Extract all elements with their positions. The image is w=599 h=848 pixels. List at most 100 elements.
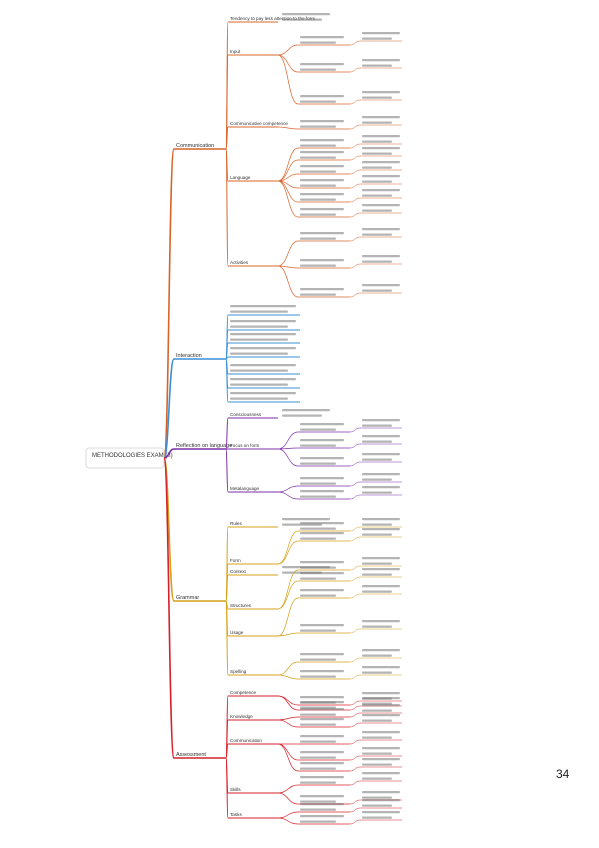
- annotation-text: [300, 532, 344, 535]
- root-node: METHODOLOGIES EXAM (II): [85, 447, 173, 469]
- annotation-text: [362, 671, 392, 674]
- annotation-text: [282, 414, 322, 417]
- annotation-text: [362, 161, 400, 164]
- annotation-text: [300, 670, 344, 673]
- annotation-text: [362, 533, 392, 536]
- annotation-text: [300, 444, 336, 447]
- annotation-text: [300, 701, 344, 704]
- annotation-text: [362, 620, 400, 623]
- branch-1: Interaction: [163, 305, 300, 459]
- annotation-text: [300, 237, 336, 240]
- child-label: Context: [230, 569, 247, 574]
- annotation-text: [282, 13, 330, 16]
- annotation-text: [362, 590, 392, 593]
- annotation-text: [362, 758, 400, 761]
- annotation-text: [300, 653, 344, 656]
- annotation-text: [362, 811, 400, 814]
- branch-0: Communication Tendency to pay less attent…: [163, 13, 402, 459]
- annotation-text: [362, 121, 392, 124]
- annotation-text: [300, 624, 344, 627]
- child-label: Form: [230, 558, 241, 563]
- annotation-text: [362, 140, 392, 143]
- annotation-text: [300, 756, 336, 759]
- annotation-text: [362, 419, 400, 422]
- annotation-text: [362, 799, 400, 802]
- annotation-text: [300, 762, 344, 765]
- annotation-text: [362, 573, 392, 576]
- annotation-text: [230, 369, 288, 372]
- annotation-text: [362, 152, 392, 155]
- annotation-text: [230, 364, 296, 367]
- child-label: Usage: [230, 630, 244, 635]
- annotation-text: [230, 320, 296, 323]
- annotation-text: [362, 424, 392, 427]
- child-label: Input: [230, 49, 241, 54]
- annotation-text: [362, 491, 392, 494]
- annotation-text: [362, 260, 392, 263]
- annotation-text: [300, 100, 336, 103]
- annotation-text: [362, 486, 400, 489]
- annotation-text: [300, 629, 336, 632]
- annotation-text: [230, 392, 296, 395]
- annotation-text: [362, 189, 400, 192]
- annotation-text: [300, 561, 344, 564]
- branch-label: Assessment: [176, 752, 206, 758]
- child-label: Metalanguage: [230, 486, 260, 491]
- annotation-text: [362, 731, 400, 734]
- annotation-text: [300, 462, 336, 465]
- annotation-text: [362, 518, 400, 521]
- annotation-text: [362, 654, 392, 657]
- annotation-text: [300, 767, 336, 770]
- annotation-text: [300, 125, 336, 128]
- annotation-text: [300, 675, 336, 678]
- branch-2: Reflection on languageConsciousnessFocus…: [163, 409, 402, 500]
- annotation-text: [300, 537, 336, 540]
- annotation-text: [362, 791, 400, 794]
- annotation-text: [300, 781, 336, 784]
- annotation-text: [300, 776, 344, 779]
- annotation-text: [362, 478, 392, 481]
- annotation-text: [362, 204, 400, 207]
- annotation-text: [362, 116, 400, 119]
- child-label: Communication: [230, 738, 262, 743]
- annotation-text: [300, 522, 344, 525]
- annotation-text: [300, 193, 344, 196]
- annotation-text: [300, 815, 344, 818]
- annotation-text: [300, 63, 344, 66]
- annotation-text: [362, 709, 392, 712]
- annotation-text: [362, 64, 392, 67]
- annotation-text: [300, 800, 336, 803]
- annotation-text: [362, 625, 392, 628]
- annotation-text: [230, 397, 288, 400]
- branch-4: AssessmentCompetenceKnowledgeCommunicati…: [163, 457, 402, 825]
- annotation-text: [300, 184, 336, 187]
- annotation-text: [362, 91, 400, 94]
- annotation-text: [300, 490, 344, 493]
- annotation-text: [300, 68, 336, 71]
- annotation-text: [300, 144, 336, 147]
- child-label: Focus on form: [230, 443, 260, 448]
- annotation-text: [362, 255, 400, 258]
- annotation-text: [300, 477, 344, 480]
- annotation-text: [362, 562, 392, 565]
- annotation-text: [300, 723, 336, 726]
- annotation-text: [230, 383, 288, 386]
- annotation-text: [300, 170, 336, 173]
- annotation-text: [230, 310, 288, 313]
- child-label: Tendency to pay less attention to the fo…: [230, 16, 315, 21]
- annotation-text: [362, 772, 400, 775]
- annotation-text: [300, 808, 336, 811]
- annotation-text: [362, 453, 400, 456]
- annotation-text: [362, 37, 392, 40]
- annotation-text: [362, 473, 400, 476]
- branch-3: GrammarRulesFormContextStructuresUsageSp…: [163, 457, 402, 680]
- annotation-text: [300, 457, 344, 460]
- branch-label: Communication: [176, 143, 214, 149]
- annotation-text: [300, 198, 336, 201]
- branch-label: Grammar: [176, 595, 199, 601]
- annotation-text: [230, 352, 288, 355]
- annotation-text: [300, 259, 344, 262]
- annotation-text: [300, 482, 336, 485]
- annotation-text: [362, 440, 392, 443]
